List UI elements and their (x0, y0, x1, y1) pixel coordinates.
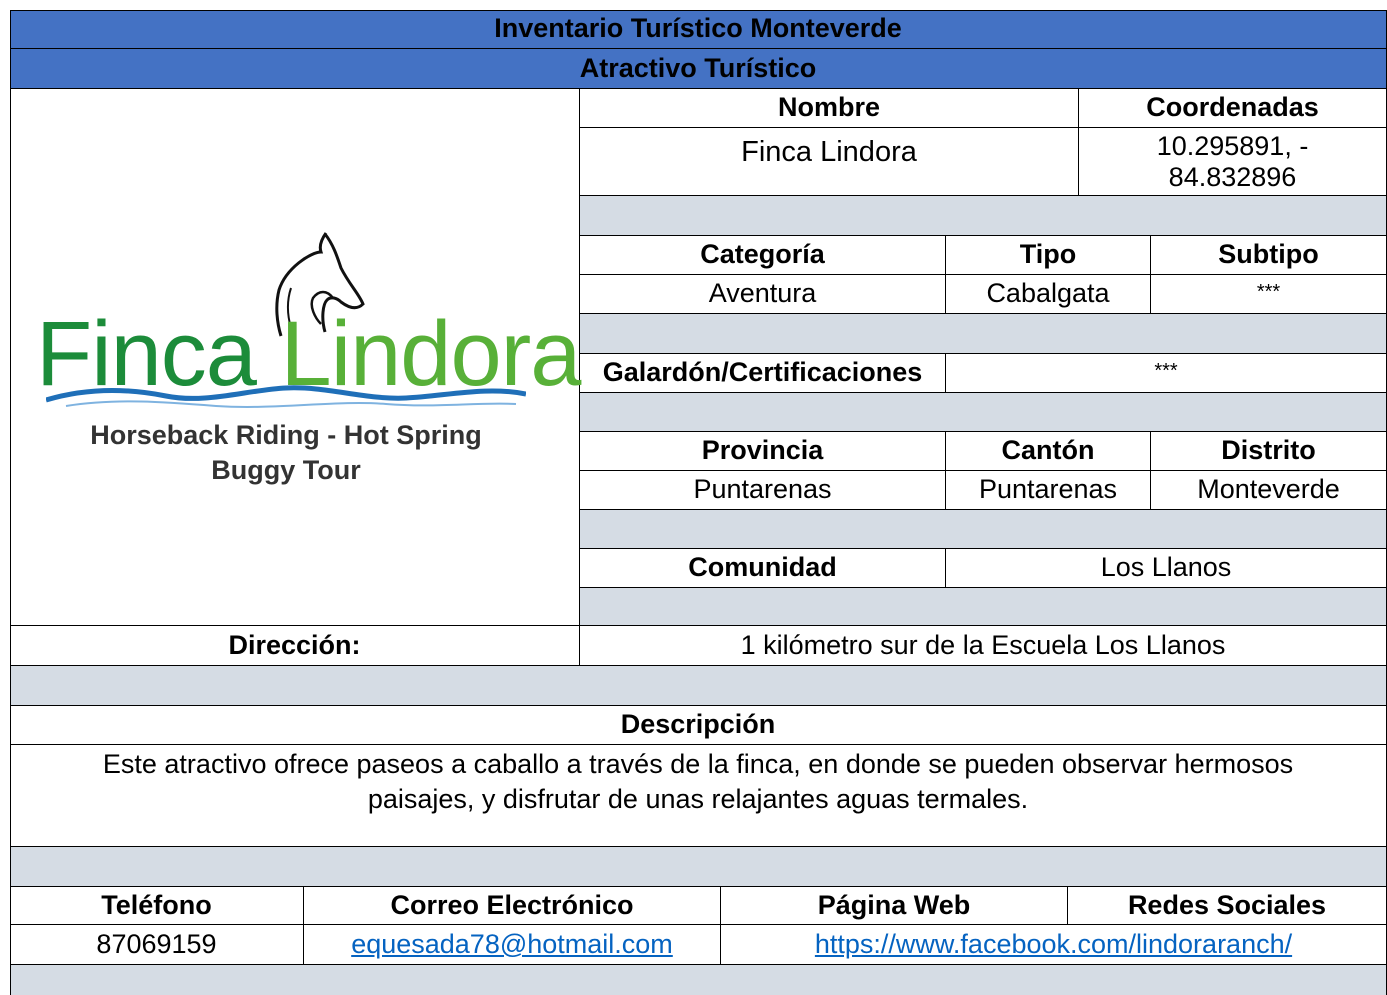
comunidad-value: Los Llanos (946, 549, 1387, 588)
subtipo-value: *** (1151, 275, 1387, 314)
spacer-row (10, 666, 1387, 706)
tipo-label: Tipo (946, 236, 1151, 275)
facebook-link[interactable]: https://www.facebook.com/lindoraranch/ (814, 928, 1293, 959)
canton-label: Cantón (946, 432, 1151, 471)
descripcion-label: Descripción (10, 706, 1387, 745)
distrito-value: Monteverde (1151, 471, 1387, 510)
page-title: Inventario Turístico Monteverde (10, 10, 1387, 49)
spacer-row (580, 393, 1387, 432)
page-subtitle: Atractivo Turístico (10, 49, 1387, 89)
spacer-row (580, 196, 1387, 236)
provincia-value: Puntarenas (580, 471, 946, 510)
telefono-label: Teléfono (10, 887, 304, 925)
logo-tagline-2: Buggy Tour (211, 455, 361, 485)
wave-icon (46, 385, 526, 408)
provincia-label: Provincia (580, 432, 946, 471)
spacer-row (580, 588, 1387, 626)
redes-label: Redes Sociales (1068, 887, 1387, 925)
logo-wordmark: Finca Lindora (36, 302, 582, 407)
spacer-row (580, 314, 1387, 354)
coordenadas-line-1: 10.295891, - (1156, 130, 1309, 161)
coordenadas-label: Coordenadas (1079, 89, 1387, 128)
distrito-label: Distrito (1151, 432, 1387, 471)
telefono-value: 87069159 (10, 925, 304, 965)
spacer-row (580, 510, 1387, 549)
nombre-label: Nombre (580, 89, 1079, 128)
categoria-label: Categoría (580, 236, 946, 275)
comunidad-label: Comunidad (580, 549, 946, 588)
descripcion-value: Este atractivo ofrece paseos a caballo a… (10, 745, 1387, 847)
tipo-value: Cabalgata (946, 275, 1151, 314)
direccion-label: Dirección: (10, 626, 580, 666)
subtipo-label: Subtipo (1151, 236, 1387, 275)
finca-lindora-logo: Finca Lindora Horseback Riding - Hot Spr… (36, 220, 581, 490)
horse-head-icon (275, 232, 365, 337)
spacer-row (10, 965, 1387, 995)
logo-word-finca: Finca (36, 303, 257, 405)
canton-value: Puntarenas (946, 471, 1151, 510)
galardon-value: *** (946, 354, 1387, 393)
correo-label: Correo Electrónico (304, 887, 721, 925)
logo-cell (10, 89, 580, 626)
web-label: Página Web (721, 887, 1068, 925)
coordenadas-value: 10.295891, - 84.832896 (1079, 128, 1387, 196)
categoria-value: Aventura (580, 275, 946, 314)
web-cell: https://www.facebook.com/lindoraranch/ (721, 925, 1387, 965)
galardon-label: Galardón/Certificaciones (580, 354, 946, 393)
direccion-value: 1 kilómetro sur de la Escuela Los Llanos (580, 626, 1387, 666)
nombre-value: Finca Lindora (580, 128, 1079, 196)
logo-word-lindora: Lindora (280, 303, 582, 405)
correo-cell: equesada78@hotmail.com (304, 925, 721, 965)
spacer-row (10, 847, 1387, 887)
email-link[interactable]: equesada78@hotmail.com (351, 928, 673, 959)
logo-tagline-1: Horseback Riding - Hot Spring (90, 420, 482, 450)
coordenadas-line-2: 84.832896 (1168, 161, 1297, 192)
